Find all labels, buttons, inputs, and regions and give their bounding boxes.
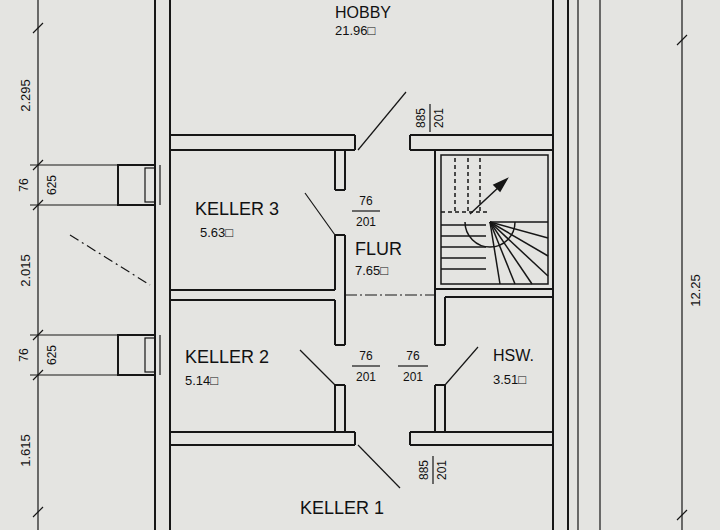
door-size: 885 [418, 460, 430, 480]
room-name: KELLER 3 [195, 200, 279, 220]
door-size: 76 [406, 350, 419, 362]
dimension: 1.615 [18, 434, 31, 467]
door-size: 885 [415, 108, 427, 128]
room-keller: KELLER 3 5.63□ [172, 152, 333, 288]
dimension: 625 [46, 175, 58, 195]
room-flur: FLUR 7.65□ [347, 152, 433, 432]
dimension: 2.015 [18, 254, 31, 287]
door-size: 201 [356, 371, 376, 383]
door-size: 76 [359, 195, 372, 207]
room-area: 3.51□ [493, 373, 526, 387]
door-size: 201 [433, 108, 445, 128]
dimension: 12.25 [688, 274, 701, 307]
room-keller: KELLER 1 [172, 447, 550, 530]
dimension: 625 [46, 345, 58, 365]
room-hobby: HOBBY 21.96□ [172, 0, 550, 133]
room-name: KELLER 2 [185, 348, 269, 368]
room-name: KELLER 1 [300, 499, 384, 519]
walls [118, 0, 600, 530]
room-hsw: HSW. 3.51□ [447, 299, 551, 430]
dimension-lines [30, 0, 687, 530]
room-name: HOBBY [335, 4, 391, 22]
room-area: 7.65□ [355, 264, 388, 278]
dimension: 2.295 [18, 79, 31, 112]
door-size: 76 [359, 350, 372, 362]
door-swings [300, 92, 478, 488]
room-area: 5.14□ [185, 374, 218, 388]
door-size: 201 [403, 371, 423, 383]
room-area: 5.63□ [200, 226, 233, 240]
room-name: FLUR [355, 240, 402, 260]
dimension: 76 [18, 178, 30, 191]
stair-symbol [441, 155, 548, 284]
room-keller: KELLER 2 5.14□ [172, 300, 333, 430]
door-size: 201 [436, 460, 448, 480]
dimension: 76 [18, 348, 30, 361]
room-name: HSW. [493, 347, 534, 365]
room-area: 21.96□ [335, 24, 375, 38]
door-size: 201 [356, 216, 376, 228]
